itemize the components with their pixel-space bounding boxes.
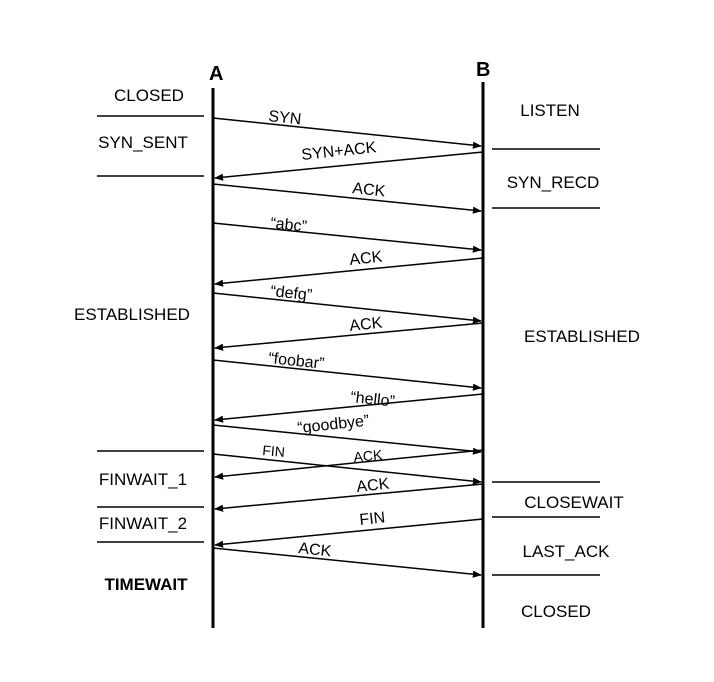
msg-label-ack-4: ACK (353, 446, 384, 465)
arrow-hello (214, 393, 484, 423)
state-b-syn-recd: SYN_RECD (507, 173, 600, 192)
state-b-closewait: CLOSEWAIT (524, 493, 624, 512)
arrow-abc (212, 222, 482, 253)
state-b-closed: CLOSED (521, 602, 591, 621)
state-a-finwait-2: FINWAIT_2 (99, 514, 187, 533)
msg-label-foobar: “foobar” (268, 350, 326, 373)
arrow-ack-3 (214, 322, 484, 351)
msg-label-ack-1: ACK (352, 180, 387, 200)
arrow-fin-a (212, 453, 482, 485)
msg-label-syn-ack: SYN+ACK (301, 139, 378, 164)
host-a-label: A (209, 63, 223, 85)
arrow-ack-5 (214, 483, 484, 512)
msg-label-ack-2: ACK (349, 249, 384, 269)
msg-label-abc: “abc” (270, 215, 308, 236)
arrow-defg (212, 292, 482, 324)
state-a-syn-sent: SYN_SENT (98, 133, 188, 152)
state-b-last-ack: LAST_ACK (523, 542, 611, 561)
msg-label-ack-6: ACK (298, 540, 333, 560)
msg-label-hello: “hello” (350, 389, 396, 411)
msg-label-syn: SYN (268, 108, 303, 128)
arrow-syn-ack (214, 151, 484, 181)
state-a-timewait: TIMEWAIT (104, 575, 188, 594)
msg-label-goodbye: “goodbye” (297, 413, 370, 437)
arrow-foobar (212, 359, 482, 391)
msg-label-fin-b: FIN (359, 509, 386, 529)
arrow-fin-b (214, 518, 484, 548)
state-a-closed: CLOSED (114, 86, 184, 105)
arrow-ack-1 (212, 183, 482, 214)
msg-label-fin-a: FIN (262, 442, 286, 460)
arrow-ack-4 (214, 449, 484, 480)
state-a-established: ESTABLISHED (74, 305, 190, 324)
arrow-ack-6 (212, 547, 482, 578)
state-a-finwait-1: FINWAIT_1 (99, 470, 187, 489)
state-b-established: ESTABLISHED (524, 327, 640, 346)
msg-label-defg: “defg” (270, 283, 313, 304)
arrow-ack-2 (214, 257, 484, 287)
arrow-goodbye (212, 424, 482, 455)
host-b-label: B (476, 59, 490, 81)
state-b-listen: LISTEN (520, 101, 580, 120)
msg-label-ack-5: ACK (356, 476, 391, 496)
arrow-syn (212, 117, 482, 149)
msg-label-ack-3: ACK (349, 315, 384, 335)
